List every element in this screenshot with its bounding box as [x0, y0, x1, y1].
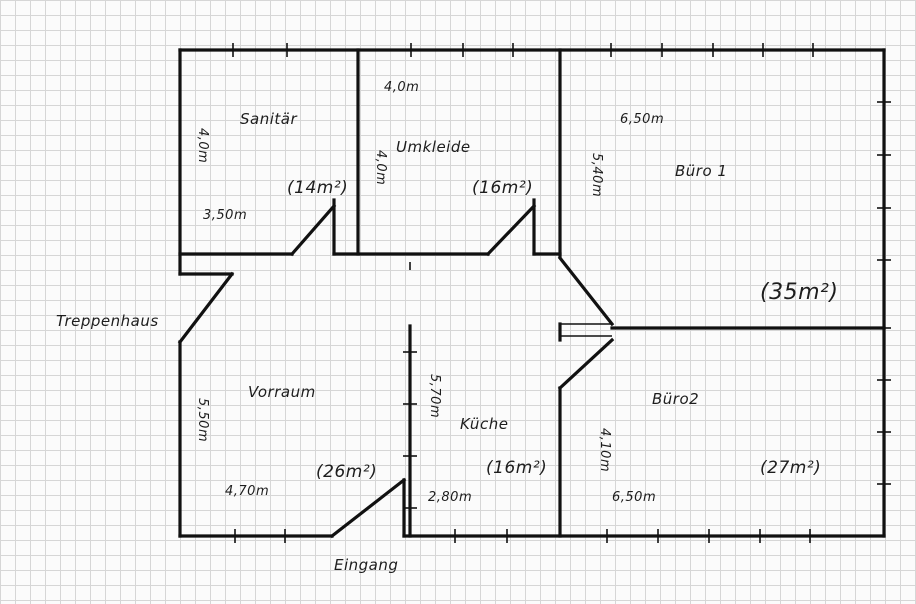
- room-area-buero1: (35m²): [760, 280, 839, 305]
- dim-width-sanitaer: 3,50m: [203, 208, 248, 223]
- room-area-umkleide: (16m²): [472, 178, 534, 198]
- dim-height-vorraum: 5,50m: [195, 398, 210, 443]
- dim-width-umkleide: 4,0m: [384, 80, 420, 95]
- room-name-kueche: Küche: [460, 415, 509, 433]
- dim-width-buero1: 6,50m: [620, 112, 665, 127]
- room-name-sanitaer: Sanitär: [240, 110, 298, 128]
- outer-walls: [178, 48, 886, 538]
- dim-height-kueche: 5,70m: [427, 374, 442, 419]
- dim-height-sanitaer: 4,0m: [195, 128, 210, 164]
- dim-width-buero2: 6,50m: [612, 490, 657, 505]
- dim-width-kueche: 2,80m: [428, 490, 473, 505]
- dimension-ticks: [232, 43, 891, 543]
- room-area-kueche: (16m²): [486, 458, 548, 478]
- door-swings: [177, 203, 615, 539]
- room-name-buero2: Büro2: [652, 390, 700, 408]
- room-area-buero2: (27m²): [760, 458, 822, 478]
- label-treppenhaus: Treppenhaus: [56, 312, 159, 330]
- room-area-vorraum: (26m²): [316, 462, 378, 482]
- dim-height-umkleide: 4,0m: [373, 150, 388, 186]
- dim-height-buero1: 5,40m: [589, 153, 604, 198]
- room-area-sanitaer: (14m²): [287, 178, 349, 198]
- room-name-buero1: Büro 1: [675, 162, 728, 180]
- room-name-umkleide: Umkleide: [396, 138, 471, 156]
- label-eingang: Eingang: [334, 556, 399, 574]
- door-eingang: [329, 477, 407, 539]
- door-buero2: [557, 337, 615, 391]
- door-buero1: [557, 255, 615, 327]
- dim-height-buero2: 4,10m: [597, 428, 612, 473]
- dim-width-vorraum: 4,70m: [225, 484, 270, 499]
- door-treppenhaus: [177, 271, 235, 345]
- door-umkleide: [485, 203, 537, 257]
- interior-walls: [178, 48, 886, 538]
- room-name-vorraum: Vorraum: [248, 383, 316, 401]
- door-sanitaer: [289, 203, 337, 257]
